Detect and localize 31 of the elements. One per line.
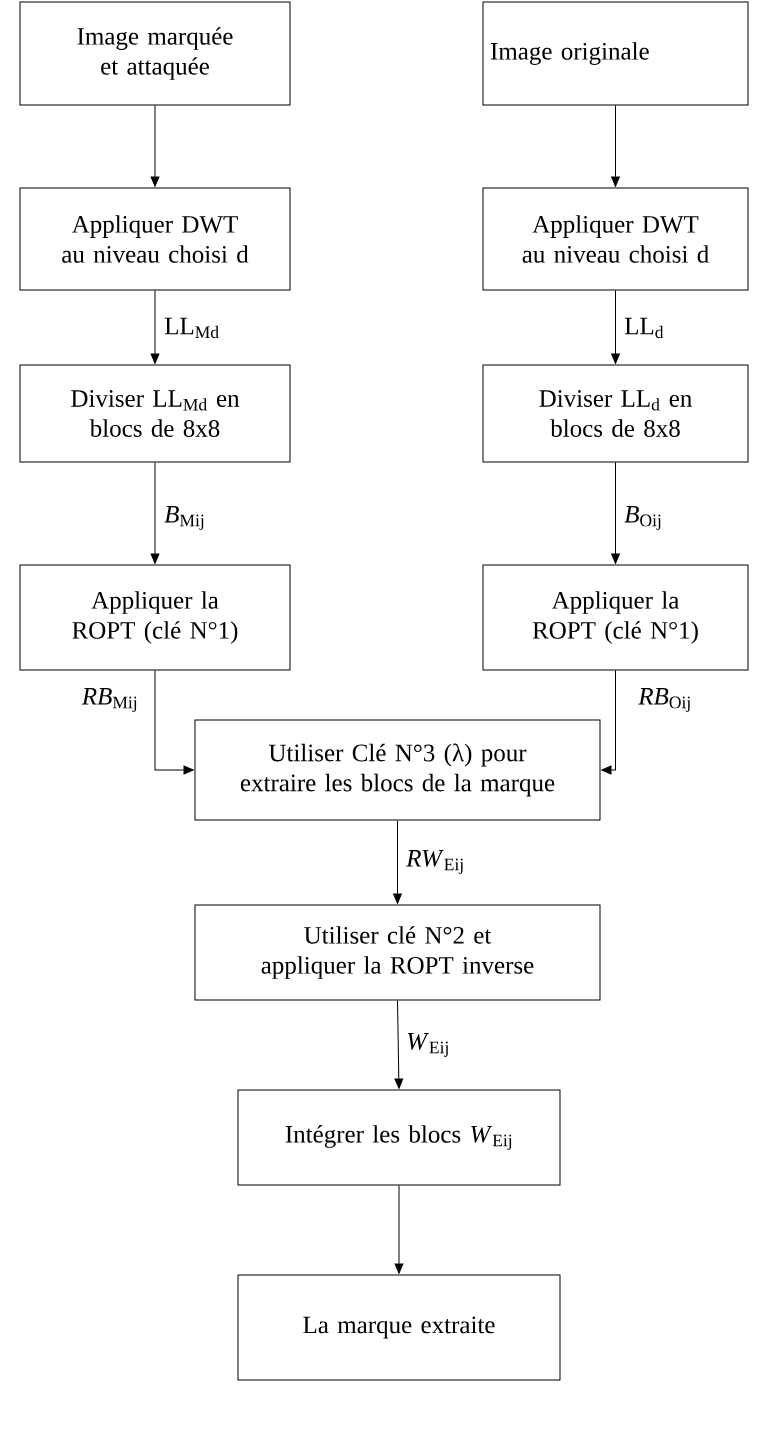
edge-label: B$_{Mij}$ bbox=[163, 505, 207, 531]
process-box: Utiliser Clé N°3 (λ) pour extraire les blocs de la marque bbox=[194, 719, 601, 821]
arrow bbox=[611, 290, 620, 364]
arrow bbox=[394, 1185, 404, 1274]
process-box: Intégrer les blocs W$_{Eij}$ bbox=[237, 1089, 561, 1186]
edge-label: LL$_{Md}$ bbox=[163, 316, 221, 340]
process-box: Diviser LL$_{Md}$ en blocs de 8x8 bbox=[19, 364, 291, 463]
edge-label: RW$_{Eij}$ bbox=[405, 849, 466, 875]
arrow bbox=[393, 820, 402, 904]
arrow bbox=[150, 462, 160, 564]
process-box: La marque extraite bbox=[237, 1274, 561, 1381]
process-box: Appliquer la ROPT (clé N°1) bbox=[482, 564, 749, 671]
edge-label: W$_{Eij}$ bbox=[405, 1032, 451, 1058]
edge-label: RB$_{Mij}$ bbox=[80, 687, 140, 713]
process-box: Appliquer DWT au niveau choisi d bbox=[19, 187, 291, 291]
process-box: Image marquée et attaquée bbox=[19, 1, 291, 106]
arrow bbox=[150, 105, 160, 187]
process-box: Diviser LL$_{d}$ en blocs de 8x8 bbox=[482, 364, 749, 463]
arrow bbox=[611, 462, 620, 564]
arrow bbox=[611, 105, 620, 187]
arrow bbox=[394, 1000, 404, 1089]
arrow bbox=[150, 290, 160, 364]
edge-label: RB$_{Oij}$ bbox=[637, 687, 693, 713]
arrow bbox=[601, 670, 616, 775]
edge-label: B$_{Oij}$ bbox=[623, 505, 664, 531]
process-box: Utiliser clé N°2 et appliquer la ROPT inverse bbox=[194, 904, 601, 1001]
process-box: Image originale bbox=[482, 1, 749, 106]
process-box: Appliquer DWT au niveau choisi d bbox=[482, 187, 749, 291]
arrow bbox=[154, 670, 194, 775]
process-box: Appliquer la ROPT (clé N°1) bbox=[19, 564, 291, 671]
edge-label: LL$_{d}$ bbox=[623, 316, 665, 340]
